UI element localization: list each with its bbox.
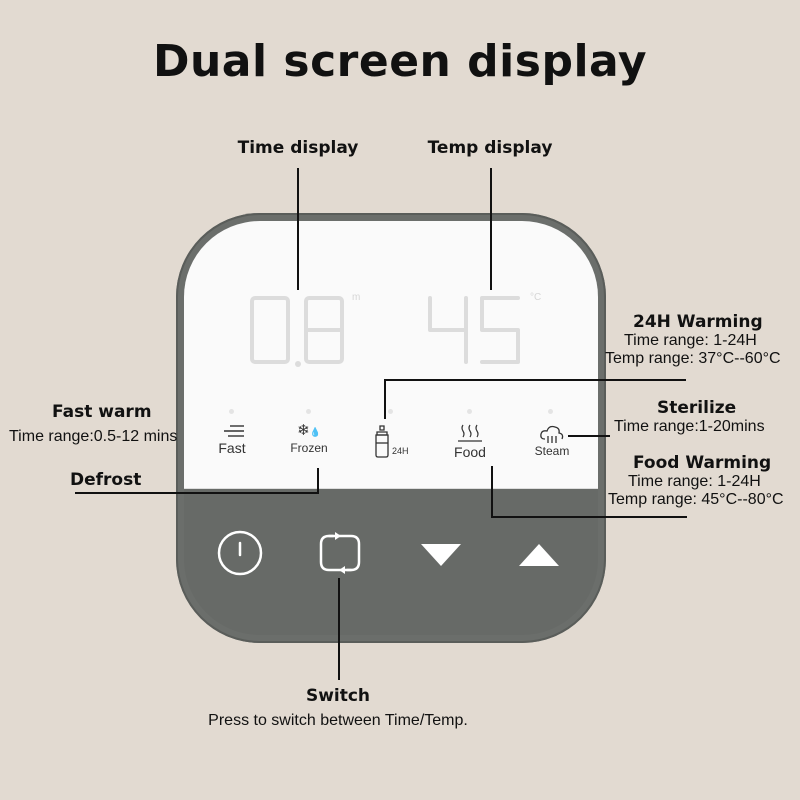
warming-24h-leader-horizontal <box>384 379 686 381</box>
switch-button[interactable] <box>313 528 367 578</box>
food-warming-leader-horizontal <box>491 516 687 518</box>
fast-warm-time-range: Time range:0.5-12 mins <box>9 428 178 445</box>
power-button[interactable] <box>214 527 266 579</box>
food-steam-icon <box>458 424 482 442</box>
mode-frozen[interactable]: ❄💧 Frozen <box>286 422 332 455</box>
fast-icon <box>224 425 244 437</box>
temp-digits <box>428 296 520 364</box>
bottle-indicator-dot <box>388 409 393 414</box>
frozen-indicator-dot <box>306 409 311 414</box>
power-icon <box>217 530 263 576</box>
triangle-down-icon <box>421 544 461 566</box>
time-digits <box>250 296 344 367</box>
warming-24h-leader-vertical <box>384 379 386 419</box>
switch-description: Press to switch between Time/Temp. <box>208 712 468 729</box>
mode-fast[interactable]: Fast <box>212 424 252 456</box>
defrost-leader-horizontal <box>75 492 319 494</box>
food-warming-leader-vertical <box>491 466 493 517</box>
warming-24h-temp-range: Temp range: 37°C--60°C <box>605 350 781 367</box>
food-warming-title: Food Warming <box>633 453 772 473</box>
food-indicator-dot <box>467 409 472 414</box>
defrost-leader-vertical <box>317 468 319 493</box>
fast-indicator-dot <box>229 409 234 414</box>
page-title: Dual screen display <box>152 36 648 87</box>
temp-unit: °C <box>530 292 542 303</box>
food-warming-temp-range: Temp range: 45°C--80°C <box>608 491 784 508</box>
mode-food[interactable]: Food <box>450 424 490 460</box>
fast-warm-title: Fast warm <box>52 402 152 422</box>
snowflake-icon: ❄💧 <box>297 422 321 439</box>
warming-24h-title: 24H Warming <box>633 312 763 332</box>
mode-fast-label: Fast <box>218 440 246 456</box>
mode-food-label: Food <box>454 444 486 460</box>
mode-bottle-24h[interactable]: 24H <box>372 424 412 460</box>
up-button[interactable] <box>516 538 562 570</box>
mode-steam[interactable]: Steam <box>531 424 573 458</box>
mode-frozen-label: Frozen <box>290 441 328 455</box>
switch-leader <box>338 578 340 680</box>
temp-display-leader <box>490 168 492 290</box>
baby-bottle-icon <box>375 425 389 458</box>
time-unit: m <box>352 292 361 303</box>
switch-cycle-icon <box>319 532 361 574</box>
food-warming-time-range: Time range: 1-24H <box>628 473 761 490</box>
steam-cloud-icon <box>540 425 564 443</box>
warming-24h-time-range: Time range: 1-24H <box>624 332 757 349</box>
sterilize-leader <box>568 435 610 437</box>
mode-24h-label: 24H <box>392 446 409 456</box>
sterilize-title: Sterilize <box>657 398 737 418</box>
temp-display-label: Temp display <box>427 138 553 158</box>
triangle-up-icon <box>519 544 559 566</box>
defrost-title: Defrost <box>70 470 142 490</box>
steam-indicator-dot <box>548 409 553 414</box>
down-button[interactable] <box>418 538 464 570</box>
time-display-label: Time display <box>237 138 359 158</box>
switch-title: Switch <box>305 686 371 706</box>
mode-steam-label: Steam <box>534 444 570 458</box>
sterilize-time-range: Time range:1-20mins <box>614 418 765 435</box>
time-display-leader <box>297 168 299 290</box>
